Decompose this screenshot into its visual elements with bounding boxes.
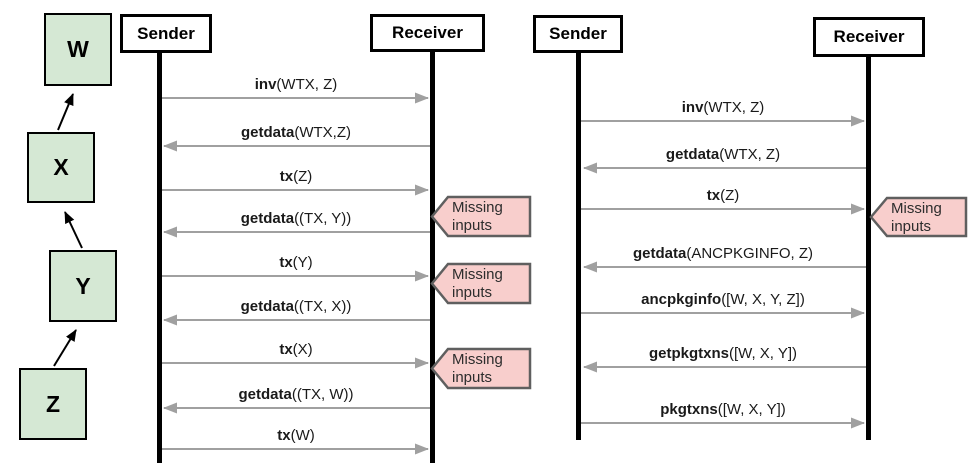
message-args: (W): [290, 427, 315, 444]
right-receiver-box: Receiver: [813, 17, 925, 57]
message-fn: tx: [277, 427, 291, 444]
tx-box-x: X: [27, 132, 95, 203]
tx-box-w: W: [44, 13, 112, 86]
arrow-x-to-w: [57, 93, 74, 131]
lifelines: [157, 52, 871, 463]
callout-line-2: inputs: [891, 218, 932, 235]
callout-line-2: inputs: [452, 369, 493, 386]
message-fn: getdata: [632, 245, 687, 262]
message-args: (WTX, Z): [276, 76, 338, 93]
message-fn: inv: [254, 76, 277, 93]
message-fn: getdata: [240, 298, 294, 315]
message-args: (X): [292, 341, 313, 358]
actor-label: Sender: [549, 24, 607, 43]
message-label: tx(Z): [165, 167, 427, 187]
message-label: inv(WTX, Z): [165, 75, 427, 95]
message-label: tx(Z): [585, 186, 861, 206]
message-args: (ANCPKGINFO, Z): [686, 245, 813, 262]
actor-label: Receiver: [833, 27, 905, 46]
message-label: getdata((TX, X)): [165, 297, 427, 317]
tx-box-label: X: [53, 154, 69, 180]
message-label: pkgtxns([W, X, Y]): [585, 400, 861, 420]
message-label: tx(W): [165, 426, 427, 446]
message-fn: tx: [279, 168, 294, 185]
left-sender-box: Sender: [120, 14, 212, 53]
tx-box-label: Z: [45, 390, 61, 417]
message-fn: inv: [681, 99, 704, 116]
message-args: ((TX, X)): [293, 298, 352, 315]
message-args: ([W, X, Y]): [717, 401, 786, 418]
message-label: getpkgtxns([W, X, Y]): [585, 344, 861, 364]
message-fn: getdata: [238, 386, 292, 403]
arrow-z-to-y: [53, 329, 77, 367]
callout-line-2: inputs: [452, 217, 493, 234]
message-args: (Y): [292, 254, 313, 271]
callout-line-2: inputs: [452, 284, 493, 301]
missing-inputs-callout-shape: [430, 195, 532, 238]
message-label: getdata(WTX,Z): [165, 123, 427, 143]
actor-label: Sender: [137, 23, 195, 43]
callout-line-1: Missing: [452, 199, 503, 216]
chain-arrows: [53, 93, 83, 367]
message-fn: getdata: [240, 210, 295, 227]
right-message-arrows: [581, 115, 866, 429]
message-label: getdata(ANCPKGINFO, Z): [585, 244, 861, 264]
message-fn: tx: [279, 341, 293, 358]
message-args: (WTX, Z): [719, 146, 781, 163]
actor-label: Receiver: [392, 23, 463, 42]
missing-inputs-callout-shape: [430, 347, 532, 390]
message-label: getdata(WTX, Z): [585, 145, 861, 165]
message-label: inv(WTX, Z): [585, 98, 861, 118]
arrow-y-to-x: [64, 211, 83, 249]
message-args: (Z): [720, 187, 740, 204]
message-label: tx(Y): [165, 253, 427, 273]
tx-box-label: Y: [75, 272, 91, 299]
message-fn: getpkgtxns: [648, 345, 729, 362]
message-args: (WTX, Z): [703, 99, 765, 116]
message-args: (WTX,Z): [294, 124, 351, 141]
message-label: getdata((TX, Y)): [165, 209, 427, 229]
callout-line-1: Missing: [452, 351, 503, 368]
right-sender-box: Sender: [533, 15, 623, 53]
message-args: ((TX, W)): [291, 386, 354, 403]
callout-line-1: Missing: [891, 200, 942, 217]
left-receiver-box: Receiver: [370, 14, 485, 52]
missing-inputs-callout-shape: [430, 262, 532, 305]
message-fn: getdata: [665, 146, 720, 163]
message-fn: pkgtxns: [660, 401, 718, 418]
tx-box-label: W: [67, 36, 89, 62]
message-label: tx(X): [165, 340, 427, 360]
message-args: (Z): [293, 168, 313, 185]
callout-line-1: Missing: [452, 266, 503, 283]
missing-inputs-callout-shape: [869, 196, 968, 238]
message-args: ((TX, Y)): [294, 210, 352, 227]
message-fn: getdata: [241, 124, 295, 141]
tx-box-y: Y: [49, 250, 117, 322]
message-fn: tx: [706, 187, 721, 204]
message-label: ancpkginfo([W, X, Y, Z]): [585, 290, 861, 310]
message-label: getdata((TX, W)): [165, 385, 427, 405]
tx-box-z: Z: [19, 368, 87, 440]
callout-shapes: [430, 195, 968, 390]
left-message-arrows: [162, 92, 430, 455]
message-args: ([W, X, Y]): [728, 345, 798, 362]
message-args: ([W, X, Y, Z]): [721, 291, 805, 308]
message-fn: ancpkginfo: [641, 291, 722, 308]
message-fn: tx: [279, 254, 293, 271]
